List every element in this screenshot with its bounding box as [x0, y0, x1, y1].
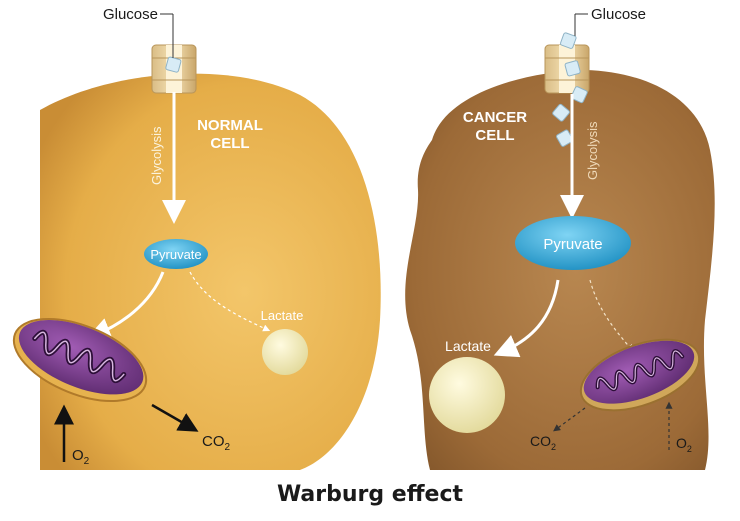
normal-glucose-label: Glucose [103, 6, 158, 23]
cancer-glycolysis-label: Glycolysis [585, 121, 600, 180]
diagram-title: Warburg effect [276, 482, 464, 507]
cancer-cell-title-2: CELL [475, 127, 514, 144]
cancer-cell-title-1: CANCER [463, 109, 527, 126]
cancer-lactate [429, 357, 505, 433]
cancer-o2-label: O2 [676, 435, 692, 454]
cancer-pyruvate-to-mito-arrow [589, 279, 634, 352]
cancer-pyruvate-label: Pyruvate [543, 236, 602, 253]
cancer-glucose-molecules [552, 32, 588, 147]
normal-cell-title-2: CELL [210, 135, 249, 152]
cancer-pyruvate [515, 216, 631, 270]
cancer-co2-arrow [553, 407, 586, 432]
normal-lactate [262, 329, 308, 375]
normal-glycolysis-label: Glycolysis [149, 126, 164, 185]
normal-mitochondrion [12, 317, 148, 403]
cancer-glucose-label: Glucose [591, 6, 646, 23]
normal-cell: Glucose Glycolysis NORMAL CELL Pyruvate … [12, 6, 381, 470]
normal-pyruvate [144, 239, 208, 269]
normal-co2-arrow [151, 403, 199, 432]
cancer-cell: Glucose Glycolysis CANCER CELL Pyruvate … [405, 6, 715, 470]
normal-glucose-channel [151, 44, 197, 94]
normal-cell-title-1: NORMAL [197, 117, 263, 134]
normal-pyruvate-label: Pyruvate [150, 247, 201, 262]
cancer-pyruvate-to-lactate-arrow [493, 279, 560, 358]
normal-o2-label: O2 [72, 447, 90, 467]
cancer-lactate-label: Lactate [445, 338, 491, 354]
cancer-mitochondrion [579, 338, 701, 412]
cancer-co2-label: CO2 [530, 433, 556, 452]
normal-pyruvate-to-mito-arrow [86, 271, 165, 341]
normal-co2-label: CO2 [202, 433, 231, 453]
normal-lactate-label: Lactate [261, 308, 304, 323]
